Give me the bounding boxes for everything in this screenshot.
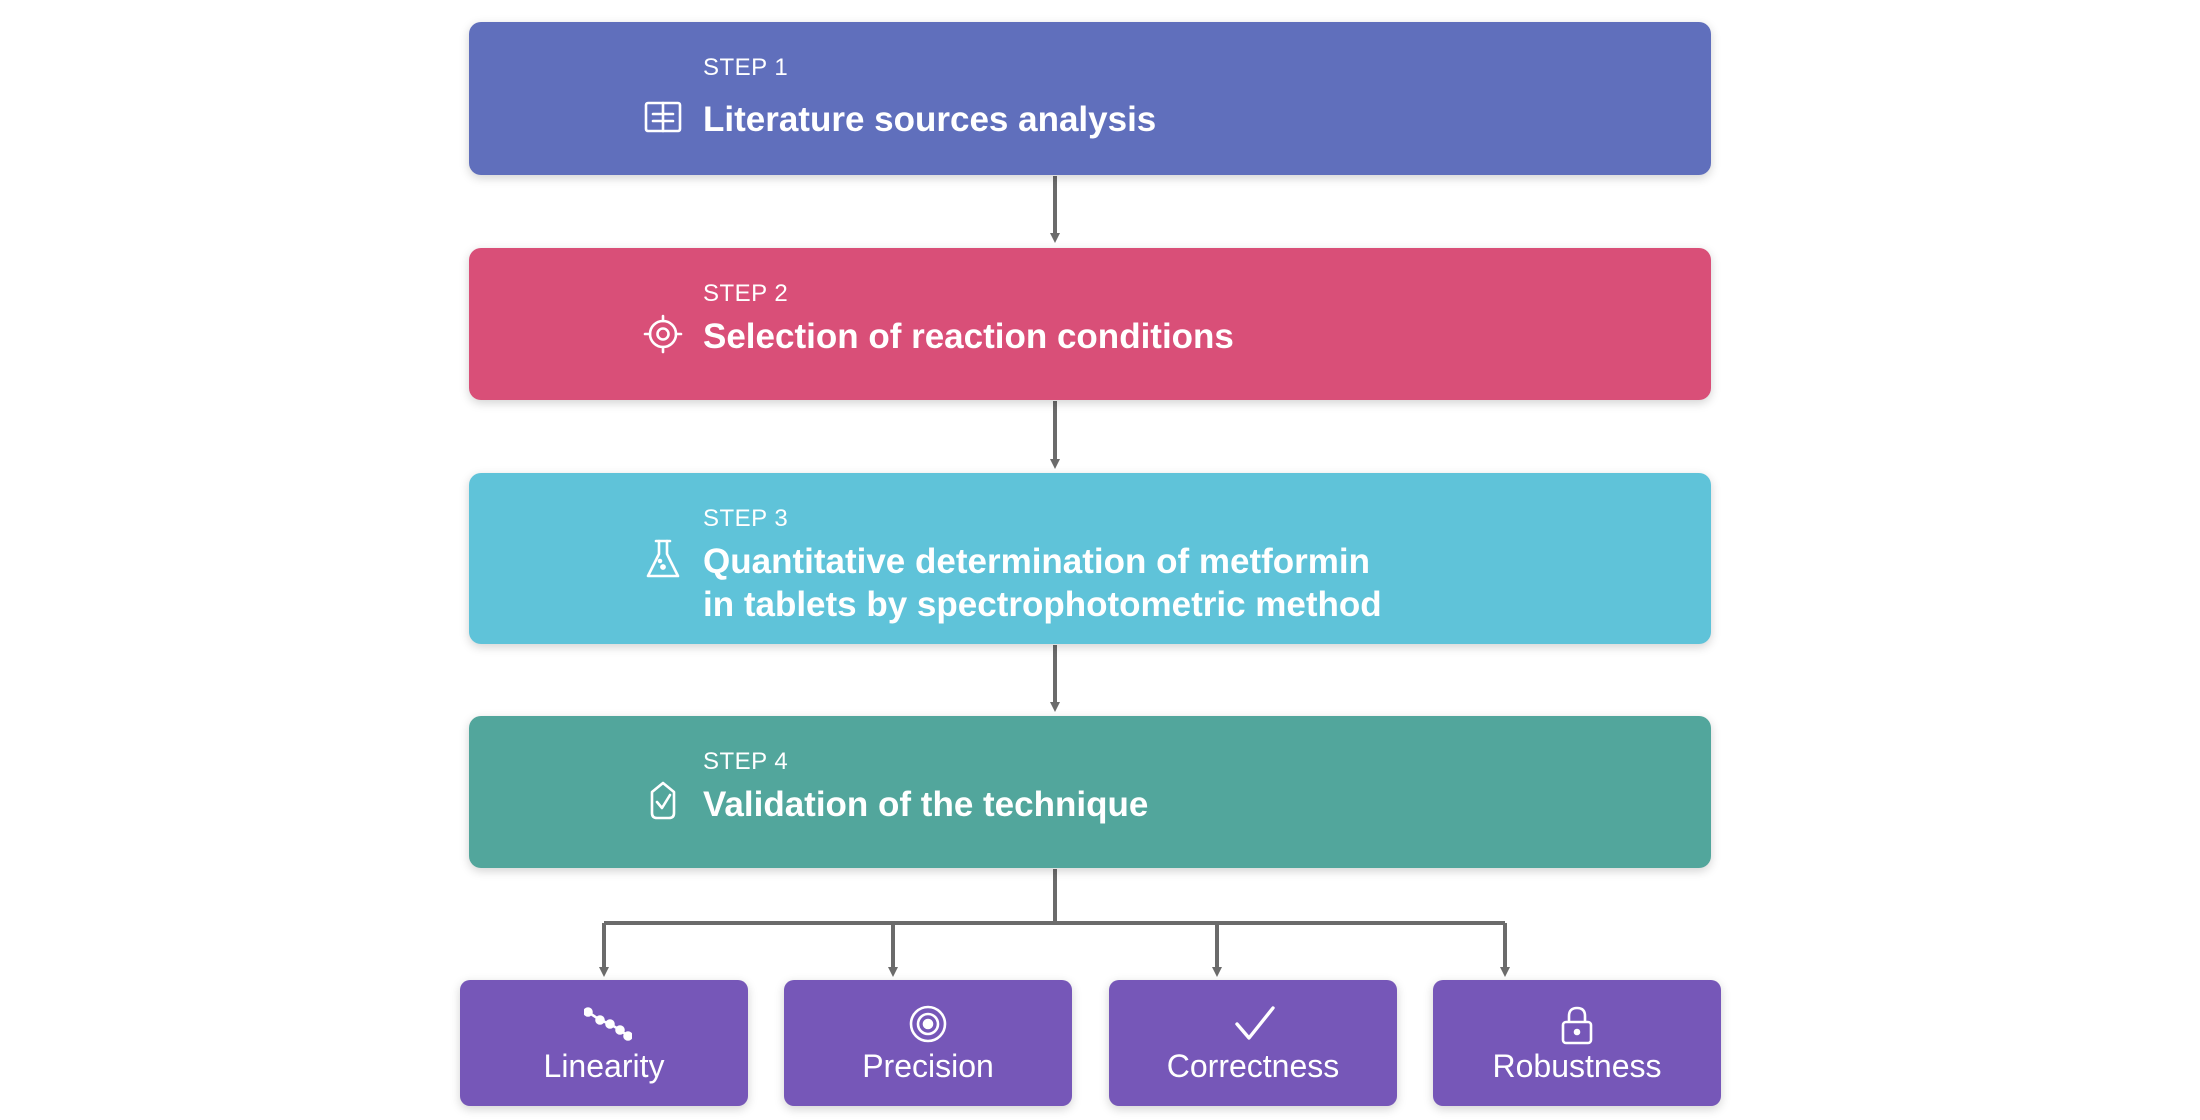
badge-check-icon: [643, 780, 683, 820]
book-icon: [643, 98, 683, 138]
step-2-label: STEP 2: [703, 280, 789, 307]
lock-icon: [1557, 1004, 1597, 1045]
step-3-title-line2: in tablets by spectrophotometric method: [703, 585, 1382, 624]
step-1-title: Literature sources analysis: [703, 100, 1157, 139]
step-2-box: STEP 2 Selection of reaction conditions: [469, 248, 1711, 400]
leaf-precision: Precision: [784, 980, 1072, 1106]
step-4-title: Validation of the technique: [703, 785, 1149, 824]
step-4-box: STEP 4 Validation of the technique: [469, 716, 1711, 868]
flask-icon: [643, 537, 683, 578]
leaf-robustness-label: Robustness: [1492, 1048, 1662, 1084]
checkmark-icon: [1233, 1004, 1275, 1044]
leaf-robustness: Robustness: [1433, 980, 1721, 1106]
linear-dots-icon: [583, 1004, 633, 1044]
step-3-label: STEP 3: [703, 505, 789, 532]
leaf-linearity-label: Linearity: [543, 1048, 665, 1084]
target-cog-icon: [643, 314, 683, 354]
leaf-correctness: Correctness: [1109, 980, 1397, 1106]
step-1-label: STEP 1: [703, 54, 789, 81]
step-3-box: STEP 3 Quantitative determination of met…: [469, 473, 1711, 644]
step-1-box: STEP 1 Literature sources analysis: [469, 22, 1711, 175]
step-2-title: Selection of reaction conditions: [703, 317, 1234, 356]
leaf-linearity: Linearity: [460, 980, 748, 1106]
leaf-precision-label: Precision: [862, 1048, 994, 1084]
leaf-correctness-label: Correctness: [1166, 1048, 1340, 1084]
target-icon: [908, 1004, 948, 1044]
step-3-title-line1: Quantitative determination of metformin: [703, 542, 1370, 581]
step-4-label: STEP 4: [703, 748, 789, 775]
